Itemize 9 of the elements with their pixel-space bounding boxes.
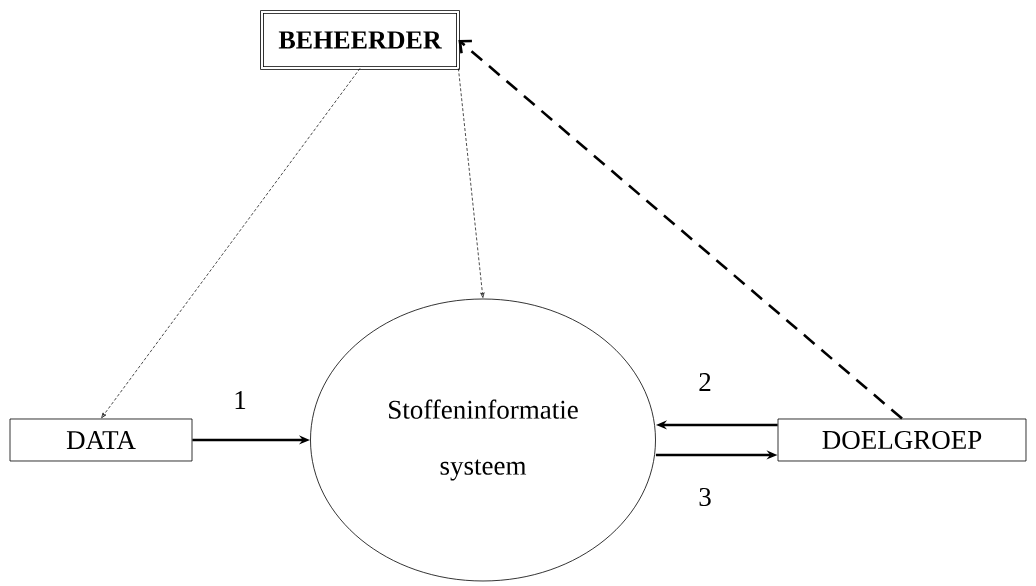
arrow xyxy=(458,39,903,420)
entity-box: DOELGROEP xyxy=(777,418,1027,462)
edge-label: 1 xyxy=(232,390,248,410)
edge-label: 2 xyxy=(697,372,713,392)
arrow xyxy=(101,68,361,419)
arrow xyxy=(458,68,485,298)
double-bordered-box: BEHEERDER xyxy=(260,10,460,70)
entity-box: DATA xyxy=(9,418,193,462)
edge-label: 3 xyxy=(697,486,713,508)
